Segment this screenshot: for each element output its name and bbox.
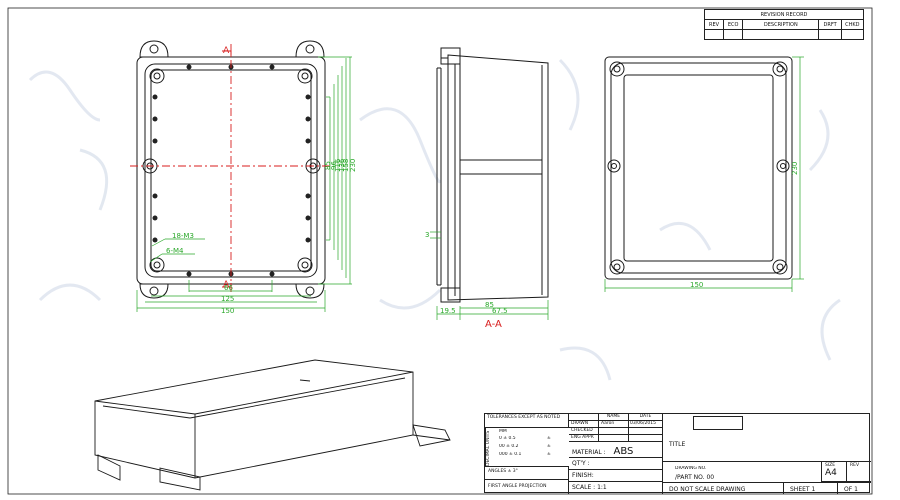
dim-230: 230 — [349, 159, 357, 172]
dim-125: 125 — [221, 295, 234, 303]
finish-label: FINISH: — [569, 470, 663, 482]
tol-right-0: ± — [547, 436, 551, 441]
side-section-view — [436, 47, 549, 303]
tol-row-0: MM — [499, 429, 507, 434]
section-label: A-A — [485, 319, 502, 330]
side-view-dimension-labels: 3 19.5 85 67.5 — [425, 231, 508, 315]
part-no-label: /PART NO. 00 — [675, 474, 715, 481]
front-view-centerlines — [130, 44, 333, 292]
of-label: OF 1 — [837, 482, 871, 494]
no-scale-label: DO NOT SCALE DRAWING — [663, 482, 783, 494]
tol-row-1: 0 ± 0.5 — [499, 436, 516, 441]
dim-116: 116 — [334, 158, 342, 172]
rev-col-rev: REV — [703, 19, 725, 30]
tolerance-header: TOLERANCES EXCEPT AS NOTED — [485, 414, 569, 428]
date-header: DATE — [629, 414, 663, 421]
size-box: SIZE A4 — [821, 462, 846, 482]
revision-record-title: REVISION RECORD — [704, 9, 864, 20]
sheet-border — [7, 7, 873, 495]
front-view-dimensions — [136, 56, 352, 312]
side-view-dimensions — [430, 231, 549, 320]
sheet-label: SHEET 1 — [783, 482, 837, 494]
callout-18-m3: 18-M3 — [172, 232, 194, 240]
eng-appr-label: ENG APPR — [569, 435, 599, 442]
blank-head — [569, 414, 599, 421]
dim-85: 85 — [324, 161, 332, 170]
drawing-no-label: DRAWING NO. — [675, 466, 707, 471]
angles-label: ANGLES ± 3° — [485, 466, 569, 479]
section-marks — [222, 50, 232, 288]
checked-date — [629, 428, 663, 435]
name-header: NAME — [599, 414, 629, 421]
eng-appr-name — [599, 435, 629, 442]
tol-right-2: ± — [547, 452, 551, 457]
dim-66: 66 — [224, 284, 233, 292]
rev-col-eco: ECO — [723, 19, 744, 30]
dim-136: 136 — [338, 158, 346, 172]
tol-row-2: 00 ± 0.2 — [499, 444, 519, 449]
drawn-name: Aaron — [599, 421, 629, 428]
rev-col-description: DESCRIPTION — [742, 19, 820, 30]
dim-230-back: 230 — [791, 162, 799, 175]
material-label: MATERIAL : — [572, 449, 606, 456]
checked-name — [599, 428, 629, 435]
rev-col-drft: DRFT — [818, 19, 842, 30]
dim-158: 158 — [342, 159, 350, 172]
callout-6-m4: 6-M4 — [166, 247, 184, 255]
section-mark-bottom: A — [223, 280, 230, 290]
projection-label: FIRST ANGLE PROJECTION — [485, 479, 569, 494]
revision-record-table: REVISION RECORD REV ECO DESCRIPTION DRFT… — [703, 9, 865, 40]
checked-label: CHECKED — [569, 428, 599, 435]
drawn-date: 03/06/2015 — [629, 421, 663, 428]
dim-3: 3 — [425, 231, 429, 239]
size-label: SIZE — [825, 463, 836, 468]
title-label: TITLE — [663, 434, 871, 462]
dim-150-back: 150 — [690, 281, 703, 289]
front-view-dimension-labels: 85 96 116 136 158 230 66 125 150 18-M3 6… — [166, 158, 357, 315]
rev-col-chkd: CHKD — [840, 19, 865, 30]
dim-96: 96 — [330, 161, 338, 170]
decimals-label: DECIMAL UNITS — [485, 428, 495, 466]
eng-appr-date — [629, 435, 663, 442]
size-value: A4 — [825, 468, 837, 478]
section-mark-top: A — [223, 46, 230, 56]
tol-row-3: 000 ± 0.1 — [499, 452, 522, 457]
qty-label: QT'Y : — [569, 458, 663, 470]
drawn-label: DRAWN — [569, 421, 599, 428]
tol-right-1: ± — [547, 444, 551, 449]
back-view — [604, 56, 793, 280]
front-view-screw-holes — [152, 64, 311, 277]
dim-85-side: 85 — [485, 301, 494, 309]
dim-67-5: 67.5 — [492, 307, 508, 315]
title-block: TOLERANCES EXCEPT AS NOTED DECIMAL UNITS… — [484, 413, 871, 494]
material-value: ABS — [613, 446, 634, 457]
material-row: MATERIAL : ABS — [569, 442, 663, 458]
back-view-dimensions — [604, 56, 804, 292]
dim-19-5: 19.5 — [440, 307, 456, 315]
rev-label: REV — [846, 462, 871, 482]
isometric-view — [94, 359, 451, 491]
dim-150: 150 — [221, 307, 234, 315]
scale-label: SCALE : 1:1 — [569, 482, 663, 494]
logo-box — [693, 416, 743, 430]
